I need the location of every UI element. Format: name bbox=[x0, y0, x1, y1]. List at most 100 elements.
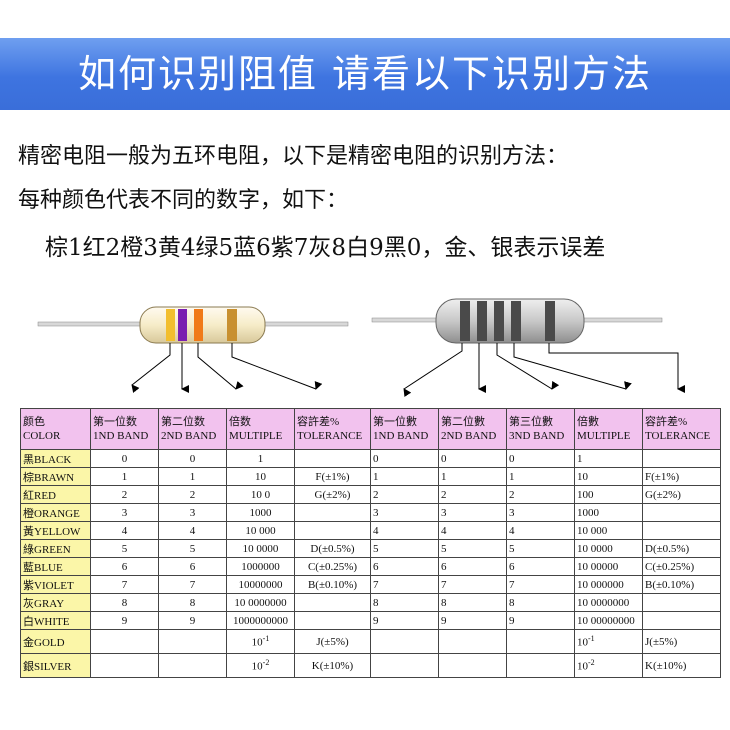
cell-color: 紅RED bbox=[20, 485, 91, 504]
resistor-5-band bbox=[371, 298, 685, 398]
cell-5band-2nd: 8 bbox=[438, 593, 507, 612]
cell-5band-1st bbox=[370, 629, 439, 654]
cell-5band-3rd: 9 bbox=[506, 611, 575, 630]
intro-line-1: 精密电阻一般为五环电阻，以下是精密电阻的识别方法： bbox=[18, 144, 569, 169]
cell-1st-band: 3 bbox=[90, 503, 159, 522]
cell-5band-multiple: 10 00000000 bbox=[574, 611, 643, 630]
cell-5band-1st: 9 bbox=[370, 611, 439, 630]
cell-5band-3rd bbox=[506, 629, 575, 654]
cell-tolerance: D(±0.5%) bbox=[294, 539, 371, 558]
cell-multiple: 10 0000000 bbox=[226, 593, 295, 612]
cell-5band-multiple: 10 00000 bbox=[574, 557, 643, 576]
cell-5band-2nd: 9 bbox=[438, 611, 507, 630]
cell-multiple: 10-2 bbox=[226, 653, 295, 678]
cell-multiple: 1000000 bbox=[226, 557, 295, 576]
cell-color: 灰GRAY bbox=[20, 593, 91, 612]
cell-1st-band bbox=[90, 629, 159, 654]
cell-multiple: 1000 bbox=[226, 503, 295, 522]
cell-5band-2nd: 0 bbox=[438, 449, 507, 468]
cell-tolerance: K(±10%) bbox=[294, 653, 371, 678]
resistor-diagram bbox=[37, 298, 685, 398]
cell-multiple: 1000000000 bbox=[226, 611, 295, 630]
cell-2nd-band bbox=[158, 653, 227, 678]
band-3 bbox=[494, 301, 504, 341]
cell-color: 金GOLD bbox=[20, 629, 91, 654]
cell-tolerance bbox=[294, 503, 371, 522]
cell-5band-3rd: 3 bbox=[506, 503, 575, 522]
cell-5band-tolerance: J(±5%) bbox=[642, 629, 721, 654]
band-5 bbox=[545, 301, 555, 341]
cell-tolerance: G(±2%) bbox=[294, 485, 371, 504]
cell-multiple: 10 000 bbox=[226, 521, 295, 540]
cell-5band-2nd: 6 bbox=[438, 557, 507, 576]
band-3 bbox=[194, 309, 203, 341]
cell-1st-band: 7 bbox=[90, 575, 159, 594]
cell-5band-multiple: 10 000 bbox=[574, 521, 643, 540]
cell-5band-tolerance bbox=[642, 611, 721, 630]
cell-2nd-band: 2 bbox=[158, 485, 227, 504]
cell-5band-1st: 3 bbox=[370, 503, 439, 522]
cell-color: 銀SILVER bbox=[20, 653, 91, 678]
cell-multiple: 10 0 bbox=[226, 485, 295, 504]
cell-color: 黃YELLOW bbox=[20, 521, 91, 540]
cell-5band-3rd: 8 bbox=[506, 593, 575, 612]
cell-tolerance: B(±0.10%) bbox=[294, 575, 371, 594]
header-5band-tolerance: 容許差%TOLERANCE bbox=[642, 408, 721, 450]
cell-5band-3rd: 0 bbox=[506, 449, 575, 468]
header-tolerance: 容許差%TOLERANCE bbox=[294, 408, 371, 450]
cell-5band-3rd: 7 bbox=[506, 575, 575, 594]
cell-5band-1st: 5 bbox=[370, 539, 439, 558]
cell-5band-multiple: 10 bbox=[574, 467, 643, 486]
cell-tolerance: C(±0.25%) bbox=[294, 557, 371, 576]
cell-1st-band: 4 bbox=[90, 521, 159, 540]
cell-5band-2nd: 3 bbox=[438, 503, 507, 522]
cell-tolerance bbox=[294, 593, 371, 612]
band-2 bbox=[178, 309, 187, 341]
cell-2nd-band: 5 bbox=[158, 539, 227, 558]
cell-color: 橙ORANGE bbox=[20, 503, 91, 522]
cell-5band-multiple: 10 000000 bbox=[574, 575, 643, 594]
cell-multiple: 1 bbox=[226, 449, 295, 468]
cell-color: 紫VIOLET bbox=[20, 575, 91, 594]
cell-5band-multiple: 10-1 bbox=[574, 629, 643, 654]
cell-5band-multiple: 1 bbox=[574, 449, 643, 468]
cell-5band-tolerance: C(±0.25%) bbox=[642, 557, 721, 576]
cell-5band-2nd: 1 bbox=[438, 467, 507, 486]
cell-5band-tolerance bbox=[642, 593, 721, 612]
cell-5band-tolerance bbox=[642, 503, 721, 522]
cell-5band-tolerance: D(±0.5%) bbox=[642, 539, 721, 558]
cell-5band-1st: 1 bbox=[370, 467, 439, 486]
cell-1st-band: 6 bbox=[90, 557, 159, 576]
band-4 bbox=[227, 309, 237, 341]
cell-2nd-band: 3 bbox=[158, 503, 227, 522]
cell-2nd-band bbox=[158, 629, 227, 654]
cell-2nd-band: 7 bbox=[158, 575, 227, 594]
cell-5band-multiple: 10 0000 bbox=[574, 539, 643, 558]
cell-5band-multiple: 1000 bbox=[574, 503, 643, 522]
cell-color: 黑BLACK bbox=[20, 449, 91, 468]
cell-color: 棕BRAWN bbox=[20, 467, 91, 486]
banner-title: 如何识别阻值 请看以下识别方法 bbox=[77, 52, 653, 96]
cell-5band-1st: 0 bbox=[370, 449, 439, 468]
cell-5band-2nd bbox=[438, 629, 507, 654]
cell-multiple: 10000000 bbox=[226, 575, 295, 594]
cell-1st-band: 5 bbox=[90, 539, 159, 558]
cell-5band-2nd bbox=[438, 653, 507, 678]
cell-5band-tolerance bbox=[642, 521, 721, 540]
cell-tolerance: J(±5%) bbox=[294, 629, 371, 654]
